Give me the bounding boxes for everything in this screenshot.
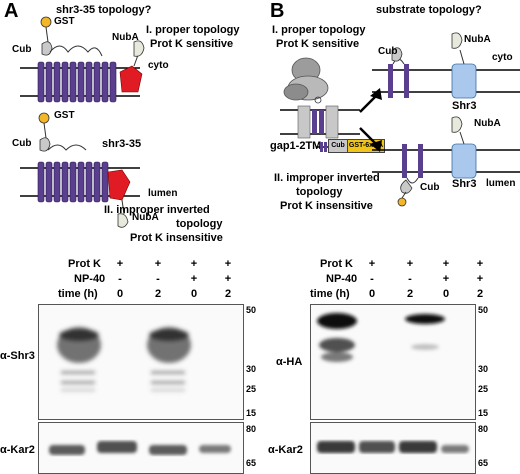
panel-a-title: shr3-35 topology?: [56, 4, 152, 16]
b-blot-upper: [310, 304, 476, 420]
panel-b-translocon: [280, 57, 360, 139]
construct-line: [316, 142, 328, 152]
a-mw-80: 80: [246, 424, 257, 434]
a-antibody-upper: α-Shr3: [0, 350, 35, 362]
case-i-line1: I. proper topology: [146, 24, 240, 36]
b-row-label-np40: NP-40: [326, 273, 358, 285]
panel-b-bottom-scheme: [372, 116, 520, 207]
b-mw-15: 15: [478, 408, 489, 418]
shr3-box-top: [451, 63, 477, 99]
construct-name: gap1-2TM: [270, 140, 322, 152]
a-l1-np40: -: [118, 273, 122, 285]
shr3-35-label: shr3-35: [102, 138, 142, 150]
a-l4-time: 2: [224, 288, 232, 300]
a-l4-protk: +: [224, 258, 232, 270]
b-l2-np40: -: [408, 273, 412, 285]
gst-label-bottom: GST: [54, 110, 75, 121]
case-ii-line1: II. improper inverted: [104, 204, 210, 216]
b-l3-np40: +: [442, 273, 450, 285]
lumen-label: lumen: [148, 188, 178, 199]
a-mw-15: 15: [246, 408, 257, 418]
b-mw-80: 80: [478, 424, 489, 434]
b-bottom-shr3: Shr3: [452, 178, 477, 190]
row-label-time: time (h): [58, 288, 98, 300]
b-mw-30: 30: [478, 364, 489, 374]
b-case-ii-line1: II. improper inverted: [274, 172, 380, 184]
a-l3-np40: +: [190, 273, 198, 285]
flow-arrows: [359, 88, 382, 152]
panel-b-top-scheme: [372, 32, 520, 99]
b-l1-time: 0: [368, 288, 376, 300]
a-l2-np40: -: [156, 273, 160, 285]
panel-a-top-scheme: [20, 16, 145, 103]
panel-a-letter: A: [4, 0, 19, 22]
b-case-i-line1: I. proper topology: [272, 24, 366, 36]
cyto-label: cyto: [148, 60, 169, 71]
b-bottom-nuba: NubA: [474, 118, 501, 129]
b-row-label-time: time (h): [310, 288, 350, 300]
b-case-ii-line3: Prot K insensitive: [280, 200, 373, 212]
b-mw-50: 50: [478, 305, 489, 315]
case-ii-line2: topology: [176, 218, 223, 230]
b-antibody-upper: α-HA: [276, 356, 303, 368]
b-bottom-cub: Cub: [420, 182, 440, 193]
construct-cub-box: Cub: [328, 139, 348, 153]
b-l1-np40: -: [370, 273, 374, 285]
a-l2-protk: +: [154, 258, 162, 270]
cub-label-bottom: Cub: [12, 138, 32, 149]
a-l4-np40: +: [224, 273, 232, 285]
b-l4-time: 2: [476, 288, 484, 300]
a-l3-time: 0: [190, 288, 198, 300]
b-l4-np40: +: [476, 273, 484, 285]
b-blot-lower: [310, 422, 476, 474]
cub-label: Cub: [12, 44, 32, 55]
b-top-shr3: Shr3: [452, 100, 477, 112]
panel-b-title: substrate topology?: [376, 4, 482, 16]
nuba-label-bottom: NubA: [132, 212, 159, 223]
b-row-label-protk: Prot K: [320, 258, 353, 270]
a-l3-protk: +: [190, 258, 198, 270]
case-i-line2: Prot K sensitive: [150, 38, 234, 50]
row-label-np40: NP-40: [74, 273, 106, 285]
a-l1-protk: +: [116, 258, 124, 270]
b-l2-protk: +: [406, 258, 414, 270]
b-l1-protk: +: [368, 258, 376, 270]
a-mw-50: 50: [246, 305, 257, 315]
b-l4-protk: +: [476, 258, 484, 270]
b-mw-25: 25: [478, 384, 489, 394]
a-mw-65: 65: [246, 458, 257, 468]
a-l2-time: 2: [154, 288, 162, 300]
b-l3-protk: +: [442, 258, 450, 270]
cub-domain: [41, 41, 53, 56]
a-mw-25: 25: [246, 384, 257, 394]
a-blot-upper: [38, 304, 244, 420]
b-top-cyto: cyto: [492, 52, 513, 63]
nuba-domain: [133, 40, 145, 57]
b-antibody-lower: α-Kar2: [268, 444, 303, 456]
gst-label: GST: [54, 16, 75, 27]
gst-bead: [40, 16, 52, 28]
nuba-label: NubA: [112, 32, 139, 43]
b-bottom-lumen: lumen: [486, 178, 516, 189]
b-mw-65: 65: [478, 458, 489, 468]
b-case-ii-line2: topology: [296, 186, 343, 198]
panel-b-letter: B: [270, 0, 285, 22]
a-l1-time: 0: [116, 288, 124, 300]
nub-red: [119, 65, 143, 93]
a-antibody-lower: α-Kar2: [0, 444, 35, 456]
b-case-i-line2: Prot K sensitive: [276, 38, 360, 50]
b-top-nuba: NubA: [464, 34, 491, 45]
row-label-protk: Prot K: [68, 258, 101, 270]
b-l2-time: 2: [406, 288, 414, 300]
b-l3-time: 0: [442, 288, 450, 300]
a-blot-lower: [38, 422, 244, 474]
a-mw-30: 30: [246, 364, 257, 374]
tm-helices: [37, 61, 117, 103]
b-top-cub: Cub: [378, 46, 398, 57]
case-ii-line3: Prot K insensitive: [130, 232, 223, 244]
panel-a-bottom-scheme: [20, 112, 140, 228]
